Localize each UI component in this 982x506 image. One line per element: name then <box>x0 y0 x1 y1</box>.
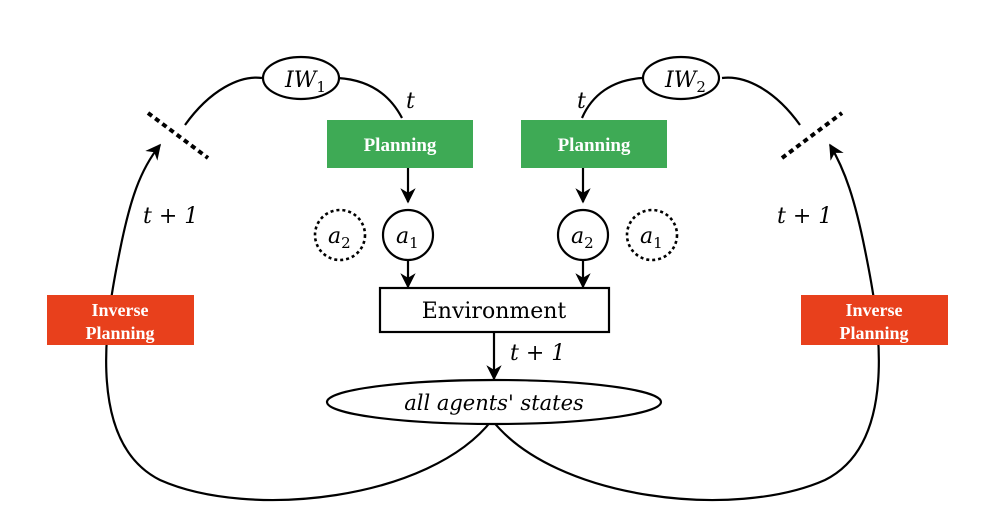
predicted-a2-label-left: a2 <box>328 224 351 252</box>
left-feedback-loop <box>105 143 493 502</box>
environment-label: Environment <box>422 299 567 324</box>
t-plus-1-label-left: t + 1 <box>143 204 198 229</box>
right-dashed-cut <box>780 111 844 160</box>
environment-box <box>378 286 611 334</box>
inverse-planning-box-left <box>47 295 194 345</box>
t-plus-1-label-center: t + 1 <box>510 341 565 366</box>
inverse-planning-label-left-1: Inverse <box>92 300 149 320</box>
t-label-right: t <box>577 89 586 114</box>
action-a2-label: a2 <box>571 224 594 252</box>
planning-box-right <box>521 120 667 168</box>
right-feedback-loop <box>491 143 880 502</box>
right-iw-to-planning <box>580 76 643 119</box>
planning-label-left: Planning <box>364 135 437 156</box>
t-plus-1-label-right: t + 1 <box>777 204 832 229</box>
planning-label-right: Planning <box>558 135 631 156</box>
inverse-planning-box-right <box>801 295 948 345</box>
left-iw-to-planning <box>337 76 403 119</box>
predicted-a1-label-right: a1 <box>640 224 663 252</box>
predicted-a2-circle-left <box>313 208 367 262</box>
iw2-ellipse <box>641 55 721 101</box>
planning-box-left <box>327 120 473 168</box>
iw1-ellipse <box>261 55 341 101</box>
iw1-label: IW1 <box>284 68 326 96</box>
action-a1-label: a1 <box>396 224 419 252</box>
iw2-label: IW2 <box>664 68 706 96</box>
states-label: all agents' states <box>404 391 584 415</box>
predicted-a1-circle-right <box>625 208 679 262</box>
right-upper-arc <box>721 76 801 126</box>
states-ellipse <box>325 378 663 426</box>
left-dashed-cut <box>146 111 210 160</box>
t-label-left: t <box>406 89 415 114</box>
inverse-planning-label-left-2: Planning <box>85 323 154 343</box>
inverse-planning-label-right-1: Inverse <box>846 300 903 320</box>
inverse-planning-label-right-2: Planning <box>839 323 908 343</box>
left-upper-arc <box>184 76 263 126</box>
